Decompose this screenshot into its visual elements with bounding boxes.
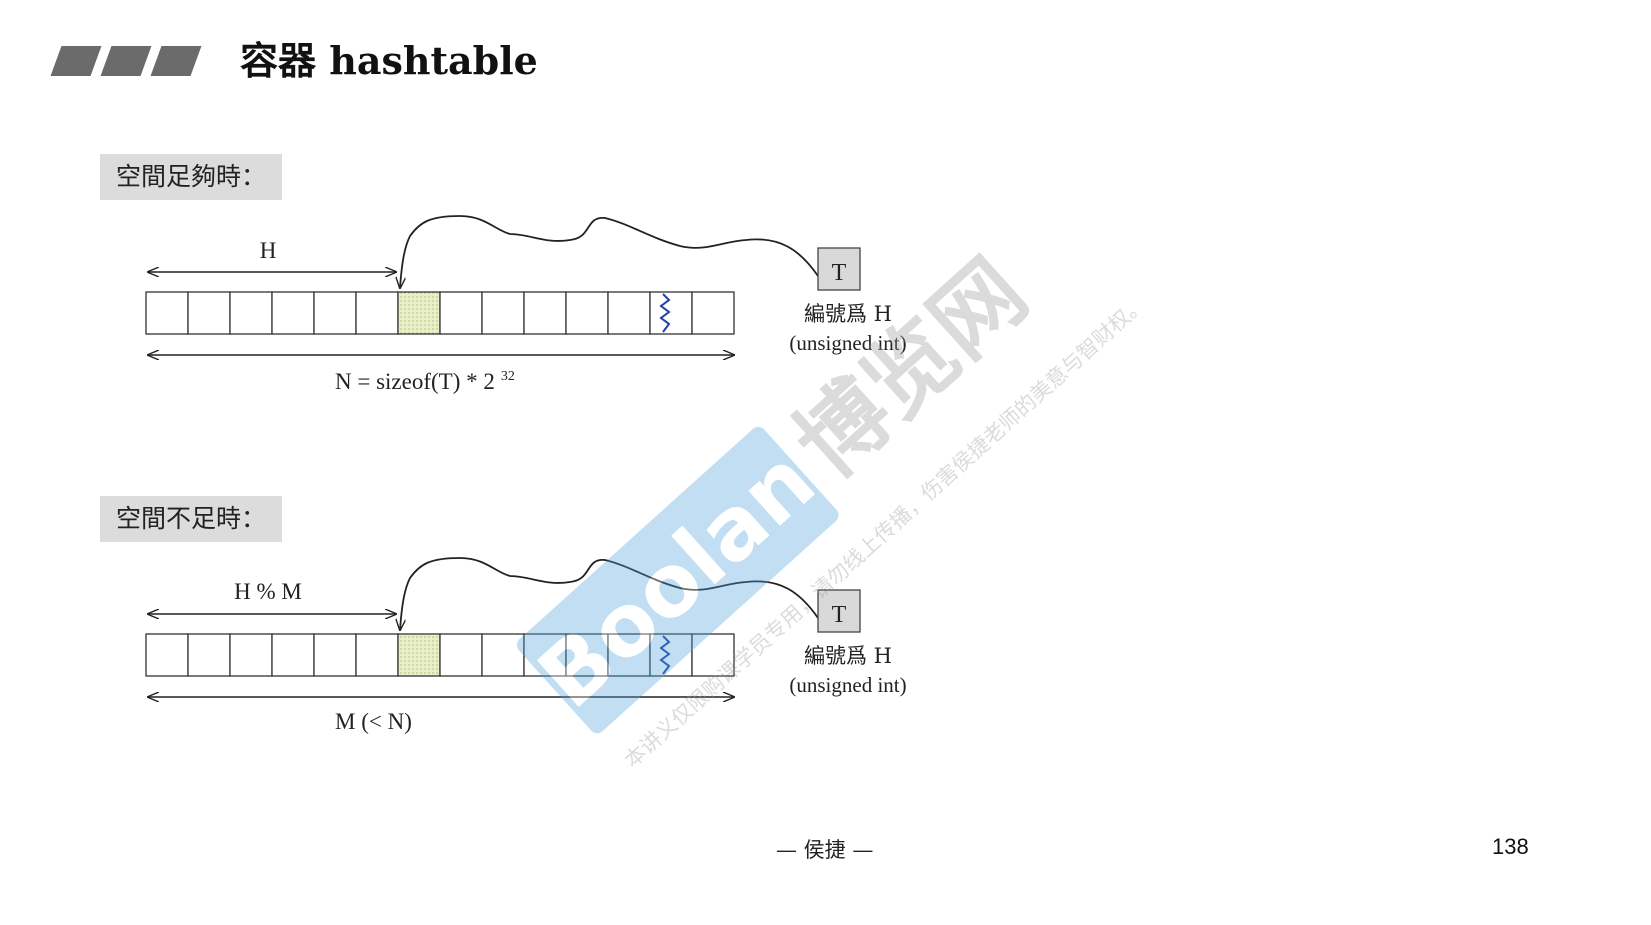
bucket-slot (271, 633, 315, 677)
length-label: M (< N) (335, 709, 412, 734)
element-caption-type: (unsigned int) (789, 331, 906, 355)
section-label-insufficient-space: 空間不足時： (100, 496, 283, 542)
bucket-slot (691, 291, 735, 335)
hash-pointer-curve (400, 557, 819, 630)
bucket-slot (607, 633, 651, 677)
element-label: T (832, 602, 847, 628)
bucket-slot-target (397, 291, 441, 335)
bucket-slot (481, 633, 525, 677)
slide-title: 容器 hashtable (240, 38, 538, 83)
bucket-array (145, 291, 735, 335)
offset-label: H (260, 238, 277, 263)
bucket-slot (565, 633, 609, 677)
bucket-slot (691, 633, 735, 677)
bucket-slot (355, 633, 399, 677)
bucket-slot (565, 291, 609, 335)
bucket-slot (313, 291, 357, 335)
bucket-slot (523, 633, 567, 677)
element-box (817, 589, 861, 633)
bucket-slot (187, 291, 231, 335)
bucket-slot (523, 291, 567, 335)
bucket-slot (229, 291, 273, 335)
element-caption-id: 編號爲 H (804, 644, 892, 668)
footer-author: — 侯捷 — (776, 838, 874, 862)
diagram-insufficient-space: H % M M (< N) T 編號爲 H (unsigned int) (145, 557, 907, 734)
element-caption-type: (unsigned int) (789, 673, 906, 697)
bucket-slot (229, 633, 273, 677)
bucket-slot (649, 633, 693, 677)
element-label: T (832, 260, 847, 286)
array-break-mark (659, 635, 671, 675)
bucket-slot (313, 633, 357, 677)
bucket-slot (649, 291, 693, 335)
bucket-slot (187, 633, 231, 677)
bucket-slot (145, 633, 189, 677)
bucket-slot (355, 291, 399, 335)
offset-label: H % M (234, 579, 302, 604)
bucket-slot (607, 291, 651, 335)
bucket-slot (145, 291, 189, 335)
bucket-slot (439, 633, 483, 677)
bucket-slot (481, 291, 525, 335)
element-box (817, 247, 861, 291)
bucket-slot (439, 291, 483, 335)
bucket-array (145, 633, 735, 677)
section-label-enough-space: 空間足夠時： (100, 154, 283, 200)
page-number: 138 (1492, 834, 1529, 859)
array-break-mark (659, 293, 671, 333)
bucket-slot (271, 291, 315, 335)
element-caption-id: 編號爲 H (804, 302, 892, 326)
hash-pointer-curve (400, 215, 819, 288)
bucket-slot-target (397, 633, 441, 677)
